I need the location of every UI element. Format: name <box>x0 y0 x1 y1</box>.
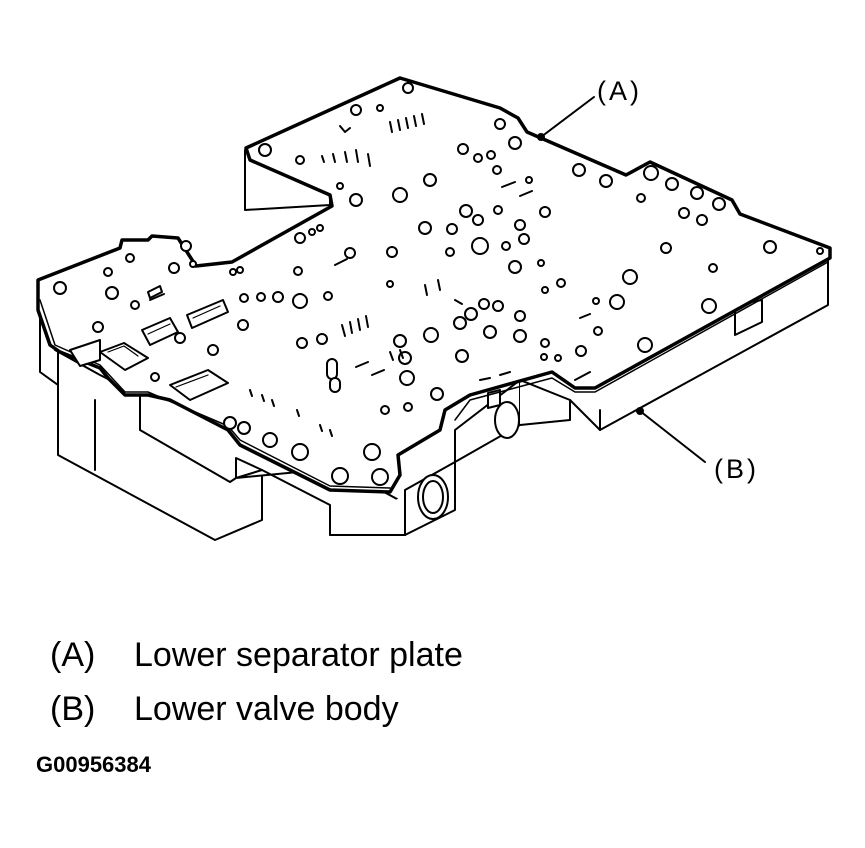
valve-body-illustration: (A) (B) <box>36 76 832 541</box>
plate-markings <box>249 113 591 437</box>
legend: (A) Lower separator plate (B) Lower valv… <box>50 628 463 736</box>
lower-separator-plate <box>36 76 832 494</box>
legend-key-b: (B) <box>50 690 96 728</box>
callout-leader-b <box>636 407 706 463</box>
callout-b-label: (B) <box>714 454 759 484</box>
legend-item-b: (B) Lower valve body <box>50 682 463 736</box>
callout-a-label: (A) <box>597 76 642 106</box>
legend-text-a: Lower separator plate <box>134 636 463 674</box>
legend-item-a: (A) Lower separator plate <box>50 628 463 682</box>
plate-holes <box>53 82 824 486</box>
legend-text-b: Lower valve body <box>134 690 399 728</box>
callout-leader-a <box>537 96 595 141</box>
figure-id: G00956384 <box>36 752 151 777</box>
legend-key-a: (A) <box>50 636 96 674</box>
plate-slots <box>69 285 341 401</box>
